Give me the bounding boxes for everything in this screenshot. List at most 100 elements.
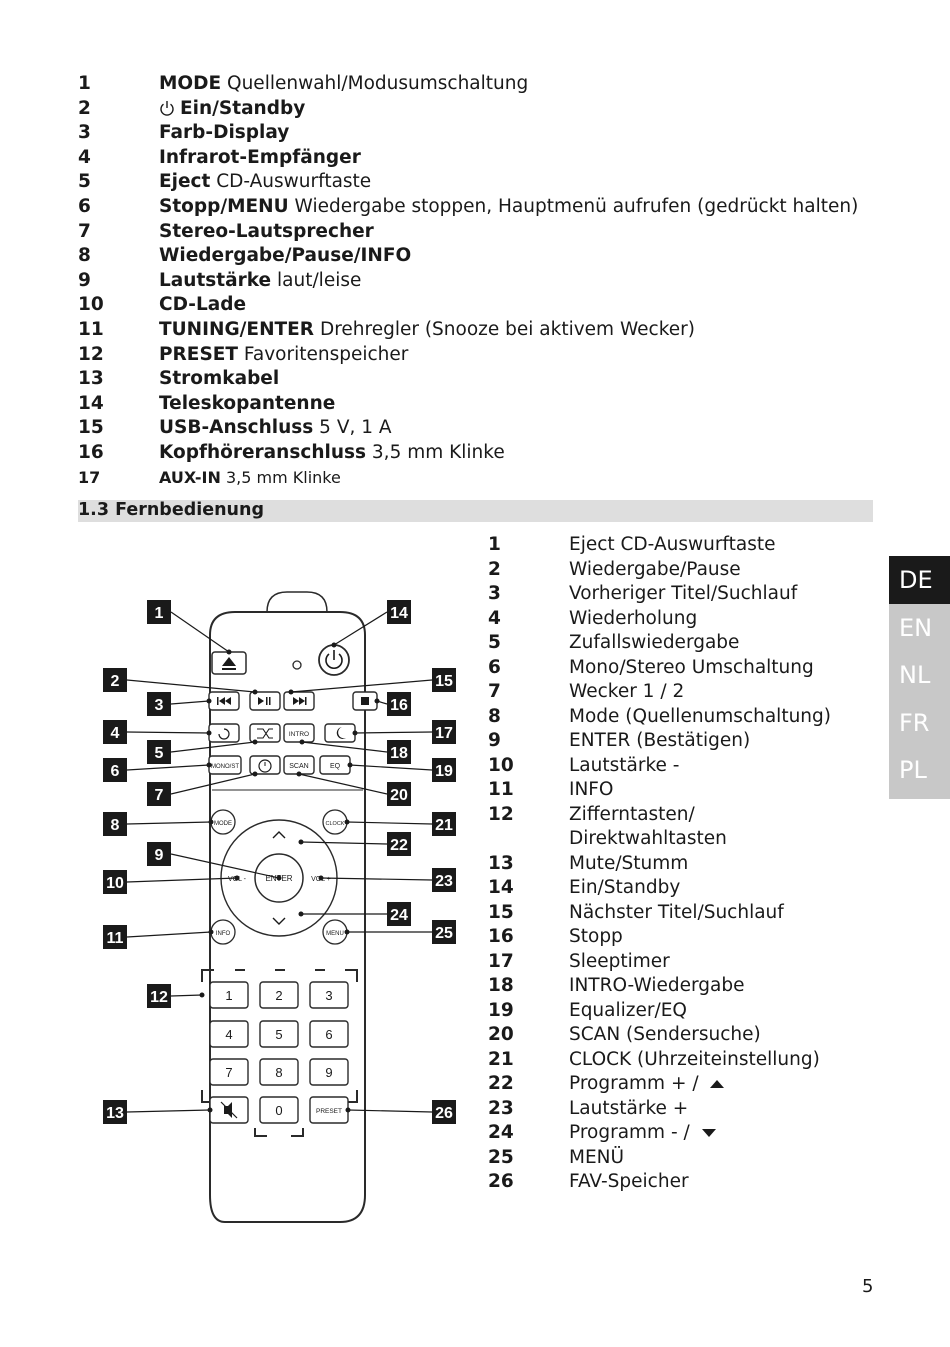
clock-label: CLOCK [326,821,345,827]
legend-text: Sleeptimer [569,950,670,972]
item-number: 17 [78,467,101,487]
legend-item: 14 Ein/Standby [488,876,868,901]
digit-label-9: 9 [325,1065,332,1080]
digit-label-8: 8 [275,1065,282,1080]
stop-icon [361,697,369,705]
legend-number: 20 [488,1024,514,1045]
legend-number: 14 [488,877,514,898]
item-number: 15 [78,417,104,439]
item-text: Teleskopantenne [159,392,335,417]
digit-button-8 [259,1058,299,1086]
repeat-icon [218,728,230,740]
item-description: Favoritenspeicher [238,343,409,365]
item-number: 4 [78,146,91,168]
digit-label-0: 0 [275,1103,282,1118]
callout-dot [207,1107,213,1113]
legend-number: 12 [488,803,514,825]
section-title: 1.3 Fernbedienung [78,500,264,520]
page-number: 5 [862,1276,874,1297]
lang-tab-nl[interactable]: NL [899,661,931,689]
legend-text: Ein/Standby [569,877,681,898]
item-label: Eject [159,171,211,193]
item-text: USB-Anschluss 5 V, 1 A [159,416,392,441]
legend-item: Direktwahltasten [488,827,868,852]
callout-dot [276,875,282,881]
eq-label: EQ [330,763,341,770]
callout-number: 25 [435,925,453,942]
legend-number: 1 [488,534,501,555]
callout-line [346,821,433,825]
callout-line [126,931,212,938]
callout-box [432,720,456,744]
lang-tab-en[interactable]: EN [899,613,933,642]
ir-led [292,660,302,670]
item-text: Stromkabel [159,367,279,392]
callout-dot [298,911,304,917]
callout-box [147,740,171,764]
item-number: 9 [78,269,91,291]
callout-line [170,773,256,795]
digit-label-7: 7 [225,1065,232,1080]
moon-icon [336,727,346,739]
lang-tab-fr[interactable]: FR [899,708,930,737]
callout-line [126,679,256,693]
legend-number: 5 [488,632,501,653]
legend-text: MENÜ [569,1146,625,1168]
legend-text: Programm + / [569,1073,705,1094]
legend-text: Mode (Quellenumschaltung) [569,705,831,727]
mode-label: MODE [214,821,232,827]
callout-dot [208,819,214,825]
lang-tab-pl[interactable]: PL [899,756,927,784]
callout-number: 1 [155,605,164,622]
callout-line [170,853,280,879]
lang-tab-de[interactable]: DE [889,556,950,604]
item-label: Stromkabel [159,368,280,390]
digit-label-3: 3 [325,988,332,1003]
callout-line [126,877,238,883]
legend-item: 17 Sleeptimer [488,950,868,975]
callout-box [387,782,411,806]
triangle-down-icon [701,1129,716,1137]
keypad-bracket-bottom [254,1128,304,1137]
callout-dot [331,642,337,648]
legend-text: Equalizer/EQ [569,999,687,1021]
callout-dot [344,819,350,825]
callout-box [103,720,127,744]
digit-label-4: 4 [225,1027,232,1042]
callout-number: 15 [435,673,453,690]
legend-number: 6 [488,656,501,678]
callout-dot [206,762,212,768]
keypad-bracket [201,969,358,1103]
legend-number: 25 [488,1146,514,1168]
item-label: Infrarot-Empfänger [159,146,361,168]
legend-number: 17 [488,950,514,972]
prev-icon [219,697,225,705]
callout-number: 7 [155,787,164,804]
item-text: Farb-Display [159,121,289,146]
legend-text: Lautstärke - [569,754,680,776]
callout-box [387,902,411,926]
callout-box [387,600,411,624]
list-item: 9 Lautstärke laut/leise [78,269,878,294]
legend-number: 19 [488,999,514,1021]
item-text: Lautstärke laut/leise [159,269,361,294]
item-label: Wiedergabe/Pause/INFO [159,245,412,267]
digit-button-7 [209,1058,249,1086]
list-item: 15 USB-Anschluss 5 V, 1 A [78,416,878,441]
legend-text: INFO [569,779,614,800]
legend-text: Mute/Stumm [569,852,689,874]
callout-dot [252,739,258,745]
legend-number: 13 [488,852,514,874]
item-text: Infrarot-Empfänger [159,146,361,171]
item-text: MODE Quellenwahl/Modusumschaltung [159,72,528,97]
